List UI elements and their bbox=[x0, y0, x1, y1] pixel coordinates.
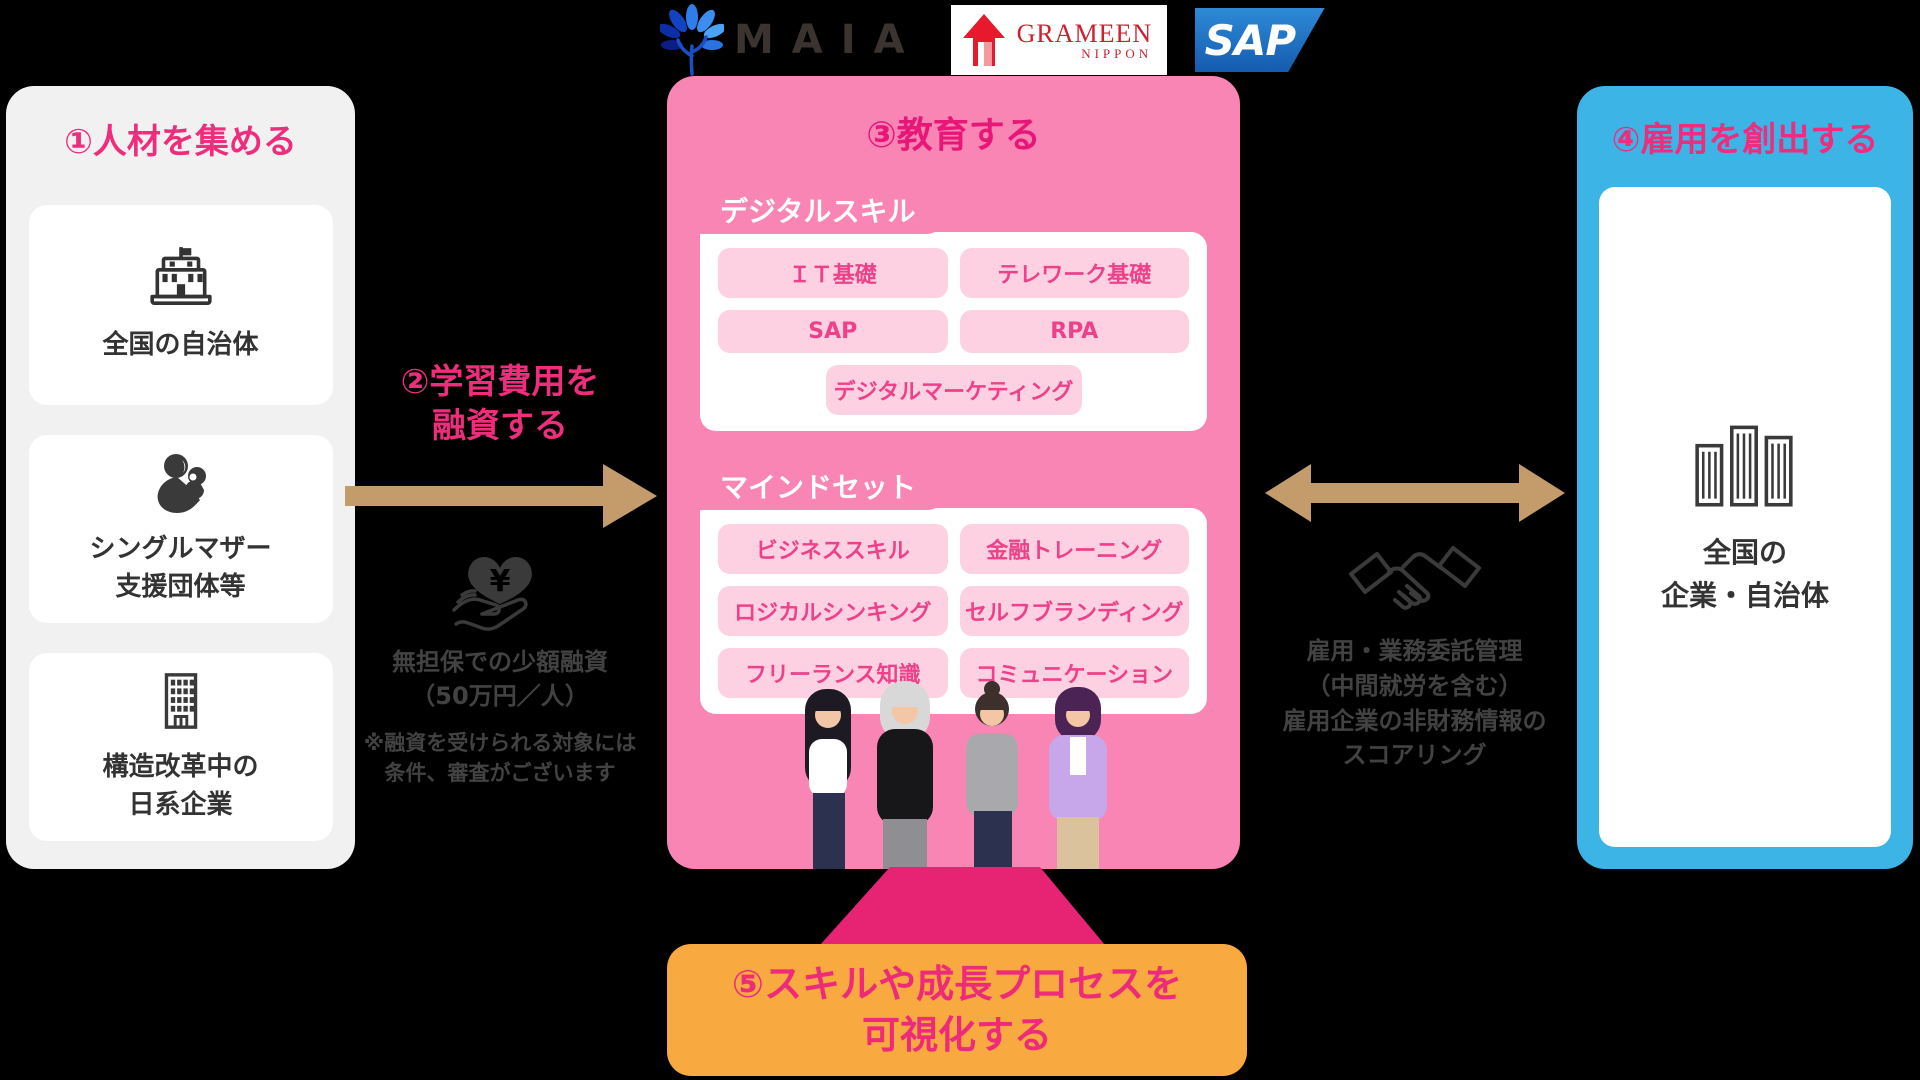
step2-title-line2: 融資する bbox=[432, 406, 568, 447]
sap-logo-text: SAP bbox=[1204, 15, 1297, 65]
step2-note-line1: ※融資を受けられる対象には bbox=[363, 730, 637, 755]
employment-caption-line4: スコアリング bbox=[1342, 741, 1487, 770]
tab-digital-skills: デジタルスキル bbox=[692, 192, 944, 234]
step2-caption-line1: 無担保での少額融資 bbox=[392, 648, 608, 677]
step3-panel: ③教育する デジタルスキル ＩＴ基礎 テレワーク基礎 SAP RPA デジタルマ… bbox=[667, 76, 1240, 869]
step2-caption: 無担保での少額融資 （50万円／人） bbox=[345, 646, 655, 713]
grameen-house-icon bbox=[962, 14, 1005, 66]
employment-caption-line3: 雇用企業の非財務情報の bbox=[1282, 706, 1547, 735]
hand-heart-yen-icon: ¥ bbox=[452, 557, 532, 632]
step5-title-line1: ⑤スキルや成長プロセスを bbox=[731, 961, 1183, 1006]
card-label-line: 日系企業 bbox=[128, 790, 233, 820]
grameen-nippon-logo: GRAMEEN NIPPON bbox=[950, 5, 1167, 75]
government-building-icon bbox=[149, 247, 212, 306]
step5-banner: ⑤スキルや成長プロセスを 可視化する bbox=[667, 944, 1247, 1076]
maia-logo: MAIA bbox=[660, 4, 923, 76]
skill-chip: テレワーク基礎 bbox=[959, 248, 1189, 298]
step4-title: ④雇用を創出する bbox=[1611, 120, 1879, 160]
step2-title-line1: ②学習費用を bbox=[400, 362, 600, 402]
grameen-logo-sub: NIPPON bbox=[1081, 45, 1153, 61]
card-label: 構造改革中の 日系企業 bbox=[102, 749, 258, 824]
skill-chip: セルフブランディング bbox=[959, 586, 1189, 636]
office-building-icon bbox=[164, 673, 197, 730]
skill-chip: ロジカルシンキング bbox=[718, 586, 948, 636]
card-label: 全国の自治体 bbox=[102, 330, 259, 361]
digital-skills-box: ＩＴ基礎 テレワーク基礎 SAP RPA デジタルマーケティング bbox=[700, 232, 1207, 431]
step4-card-label: 全国の 企業・自治体 bbox=[1661, 531, 1829, 618]
step5-title-line2: 可視化する bbox=[861, 1013, 1052, 1057]
svg-text:¥: ¥ bbox=[490, 564, 511, 599]
step1-title: ①人材を集める bbox=[64, 122, 297, 162]
people-illustration bbox=[804, 681, 1107, 869]
step4-card: 全国の 企業・自治体 bbox=[1599, 187, 1891, 847]
step2-title: ②学習費用を 融資する bbox=[345, 360, 655, 448]
card-label-line: 支援団体等 bbox=[115, 572, 246, 602]
card-municipalities: 全国の自治体 bbox=[28, 205, 333, 405]
maia-tree-icon bbox=[660, 4, 724, 76]
card-label-line: シングルマザー bbox=[89, 534, 272, 565]
maia-logo-text: MAIA bbox=[734, 17, 923, 63]
arrow-right-icon bbox=[345, 464, 657, 529]
logo-bar: MAIA GRAMEEN NIPPON SAP bbox=[660, 4, 1325, 76]
employment-link: 雇用・業務委託管理 （中間就労を含む） 雇用企業の非財務情報の スコアリング bbox=[1262, 448, 1567, 773]
employment-caption: 雇用・業務委託管理 （中間就労を含む） 雇用企業の非財務情報の スコアリング bbox=[1262, 634, 1567, 773]
mother-and-baby-icon bbox=[157, 454, 206, 514]
step2-note-line2: 条件、審査がございます bbox=[384, 761, 616, 785]
grameen-logo-text: GRAMEEN NIPPON bbox=[1016, 18, 1153, 61]
step4-card-label-line2: 企業・自治体 bbox=[1660, 579, 1829, 612]
handshake-icon bbox=[1348, 546, 1481, 610]
skill-chip: ＩＴ基礎 bbox=[718, 248, 948, 298]
card-restructuring-companies: 構造改革中の 日系企業 bbox=[28, 653, 333, 841]
step2-caption-line2: （50万円／人） bbox=[411, 681, 589, 710]
funnel-shape bbox=[820, 867, 1105, 945]
step2-flow: ②学習費用を 融資する ¥ 無担保での少額融資 （50万円／人） ※融資を受けら… bbox=[345, 360, 657, 789]
employment-caption-line1: 雇用・業務委託管理 bbox=[1306, 637, 1523, 665]
sap-logo: SAP bbox=[1194, 8, 1325, 72]
skill-chip: RPA bbox=[959, 310, 1189, 353]
grameen-logo-main: GRAMEEN bbox=[1016, 18, 1153, 48]
double-arrow-icon bbox=[1264, 464, 1565, 522]
skill-chip: SAP bbox=[718, 310, 948, 353]
card-single-mother-orgs: シングルマザー 支援団体等 bbox=[28, 435, 333, 623]
card-label: シングルマザー 支援団体等 bbox=[89, 531, 271, 606]
city-buildings-icon bbox=[1695, 425, 1793, 507]
step3-title: ③教育する bbox=[866, 115, 1041, 156]
card-label-line: 構造改革中の bbox=[102, 752, 259, 783]
step1-panel: ①人材を集める 全国の自治体 bbox=[6, 86, 355, 869]
step1-cards: 全国の自治体 シングルマザー 支援団体等 bbox=[28, 205, 333, 841]
skill-chip: デジタルマーケティング bbox=[825, 365, 1082, 415]
step4-card-label-line1: 全国の bbox=[1702, 535, 1787, 569]
step4-panel: ④雇用を創出する 全国の 企業・自治体 bbox=[1577, 86, 1913, 869]
skill-chip: ビジネススキル bbox=[718, 524, 948, 574]
employment-caption-line2: （中間就労を含む） bbox=[1306, 671, 1523, 700]
step2-note: ※融資を受けられる対象には 条件、審査がございます bbox=[345, 728, 655, 789]
tab-mindset: マインドセット bbox=[692, 468, 945, 510]
skill-chip: 金融トレーニング bbox=[959, 524, 1189, 574]
skill-section-digital: デジタルスキル ＩＴ基礎 テレワーク基礎 SAP RPA デジタルマーケティング bbox=[692, 192, 1207, 431]
